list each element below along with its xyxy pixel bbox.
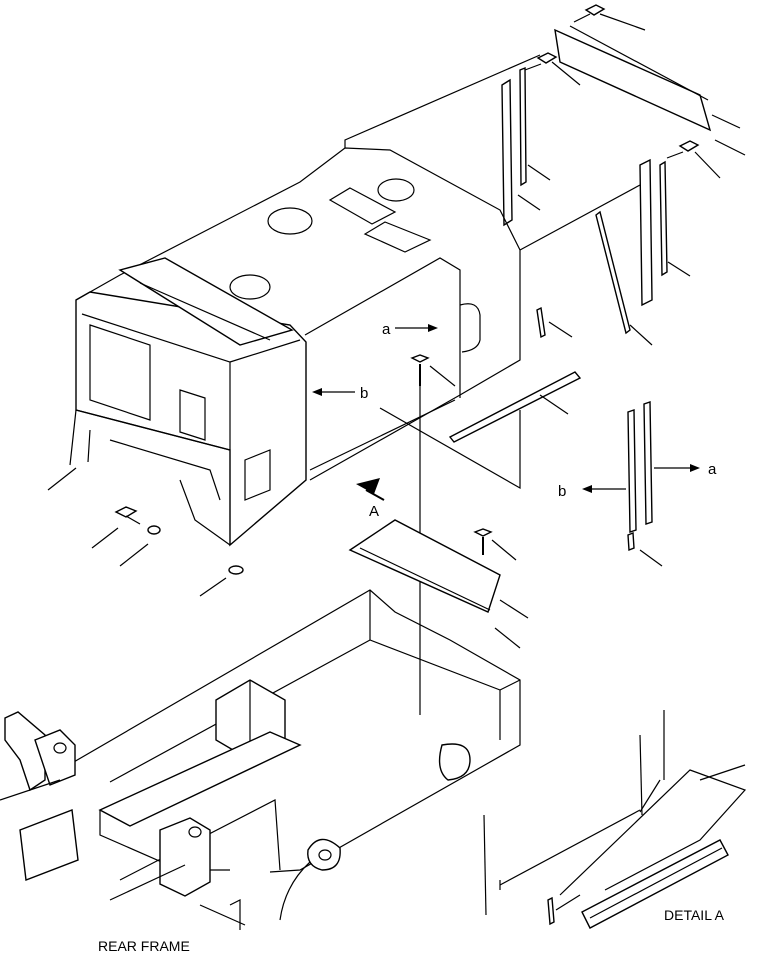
bolt-icon — [524, 52, 558, 71]
view-arrow-a: A — [356, 478, 385, 520]
label-view-a: A — [369, 503, 379, 520]
detail-a-caption: DETAIL A — [664, 907, 725, 923]
detail-a — [483, 710, 747, 929]
bolt-icon — [573, 4, 606, 23]
arrow-b-housing: b — [312, 385, 368, 402]
label-a-side: a — [708, 461, 717, 478]
rear-frame — [0, 589, 521, 930]
rear-frame-caption: REAR FRAME — [98, 938, 190, 954]
side-strip — [379, 371, 582, 490]
upper-housing — [47, 54, 641, 547]
left-hardware — [91, 506, 244, 597]
arrow-a-upper: a — [382, 321, 438, 338]
cover-plate — [348, 519, 529, 649]
side-plate-detail: b a — [558, 401, 717, 567]
top-right-hardware — [501, 4, 746, 346]
label-b-side: b — [558, 483, 566, 500]
label-a-upper: a — [382, 321, 391, 338]
label-b-housing: b — [360, 385, 368, 402]
bolt-icon — [666, 140, 700, 159]
